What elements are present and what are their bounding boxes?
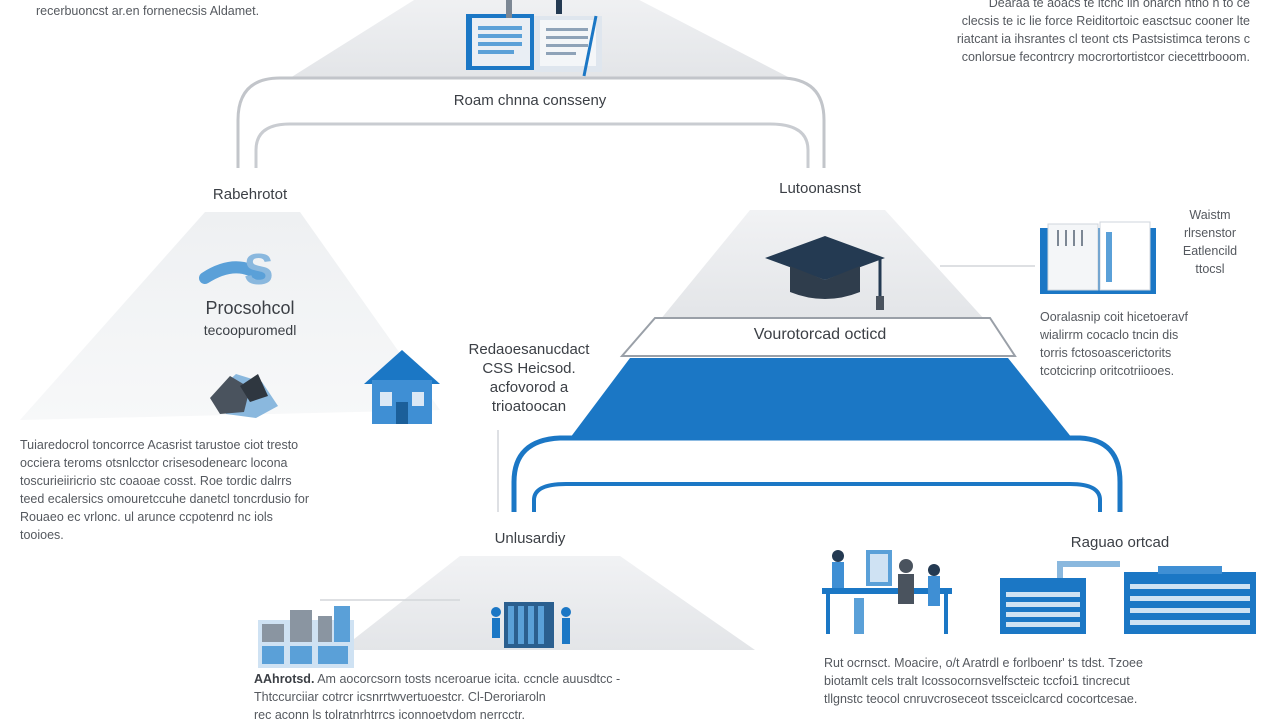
svg-text:S: S xyxy=(244,245,273,294)
library-stacks-icon xyxy=(491,602,571,648)
bottom-right-label: Raguao ortcad xyxy=(1070,534,1170,551)
blue-arch-inner xyxy=(532,482,1102,512)
storage-shelves-icon xyxy=(258,606,354,668)
right-pyramid-band xyxy=(619,317,1017,357)
top-left-caption: recerbuoncst ar.en fornenecsis Aldamet. xyxy=(36,4,260,18)
graduation-cap-icon xyxy=(765,236,885,310)
left-pyramid-subtitle: tecoopuromedl xyxy=(203,322,297,338)
bottom-left-paragraph: AAhrotsd. Am aocorcsorn tosts nceroarue … xyxy=(254,670,774,724)
house-icon xyxy=(364,350,440,424)
top-right-paragraph: Dearaa te aoacs te itcnc lin onarch ntho… xyxy=(956,0,1250,64)
swirl-s-icon: S xyxy=(199,245,273,294)
workshop-people-icon xyxy=(822,550,952,634)
left-side-note: Redaoesanucdact CSS Heicsod. acfovorod a… xyxy=(468,341,590,415)
left-paragraph: Tuiaredocrol toncorrce Acasrist tarustoe… xyxy=(20,438,310,542)
bottom-pyramid-label: Unlusardiy xyxy=(494,530,566,547)
factory-machines-icon xyxy=(1000,561,1256,634)
binder-icon xyxy=(1040,221,1156,294)
top-arch-outer xyxy=(236,76,826,168)
blue-arch-outer xyxy=(511,435,1123,512)
top-arch-inner xyxy=(254,122,810,168)
bottom-left-paragraph-body: Am aocorcsorn tosts nceroarue icita. ccn… xyxy=(254,672,621,722)
left-pyramid xyxy=(20,212,440,420)
right-pyramid-blue xyxy=(570,358,1072,438)
bottom-left-paragraph-lead: AAhrotsd. xyxy=(254,672,315,686)
right-section-label: Lutoonasnst xyxy=(779,180,861,197)
right-band-label: Vourotorcad octicd xyxy=(753,326,887,343)
open-book-icon xyxy=(466,0,602,77)
binder-caption: Waistm rlrsenstor Eatlencild ttocsl xyxy=(1182,208,1238,276)
left-section-label: Rabehrotot xyxy=(212,186,288,203)
top-pyramid-label: Roam chnna consseny xyxy=(453,92,607,109)
rock-pile-icon xyxy=(210,374,278,418)
left-pyramid-title: Procsohcol xyxy=(205,298,295,318)
bottom-right-paragraph: Rut ocrnsct. Moacire, o/t Aratrdl e forl… xyxy=(824,656,1143,706)
right-paragraph: Ooralasnip coit hicetoeravf wialirrm coc… xyxy=(1040,310,1188,378)
